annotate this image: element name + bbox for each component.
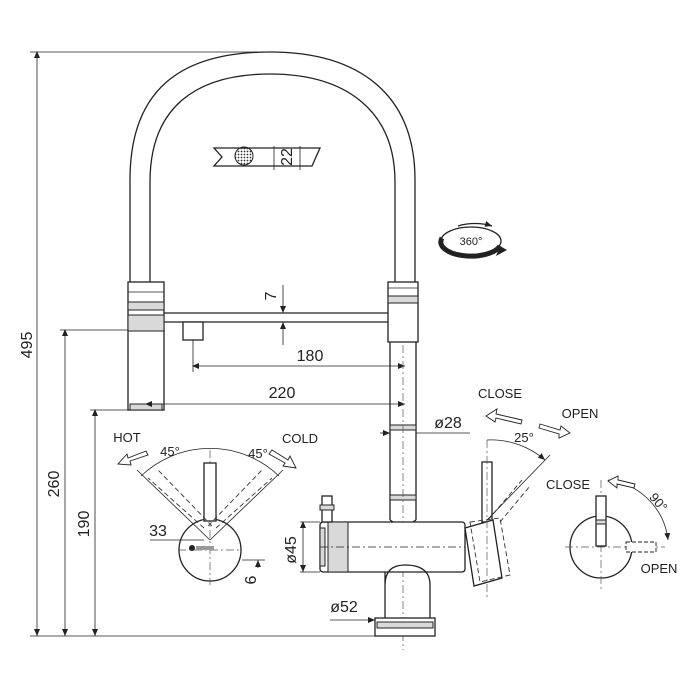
dimension-260: 260 bbox=[46, 329, 135, 636]
holder-bar bbox=[164, 312, 388, 341]
dimension-d52: ø52 bbox=[330, 599, 375, 623]
label-33: 33 bbox=[149, 523, 167, 540]
label-d45: ø45 bbox=[283, 536, 300, 564]
label-7: 7 bbox=[263, 291, 280, 300]
dimension-33: 33 bbox=[149, 523, 204, 541]
label-22: 22 bbox=[279, 148, 296, 166]
open-arrow-icon bbox=[538, 423, 571, 439]
dimension-190: 190 bbox=[76, 409, 135, 636]
label-220: 220 bbox=[269, 385, 296, 402]
hot-arrow-icon bbox=[117, 450, 149, 466]
dimension-6: 6 bbox=[242, 559, 265, 584]
hot-cold-handle-view: 45° 45° HOT COLD bbox=[113, 430, 318, 585]
valve-close-arrow-icon bbox=[607, 475, 636, 489]
dimension-495: 495 bbox=[19, 51, 380, 637]
dimension-d45: ø45 bbox=[283, 521, 320, 573]
label-d52: ø52 bbox=[330, 599, 358, 616]
arched-hose bbox=[129, 51, 416, 282]
label-6: 6 bbox=[243, 575, 260, 584]
label-hot-45: 45° bbox=[160, 444, 180, 459]
close-arrow-icon bbox=[485, 408, 523, 425]
label-valve-90: 90° bbox=[646, 490, 670, 515]
label-190: 190 bbox=[76, 511, 93, 538]
lever-close-open: CLOSE OPEN bbox=[478, 386, 599, 439]
brand-logo-icon bbox=[189, 545, 195, 551]
label-cold: COLD bbox=[282, 431, 318, 446]
spray-head bbox=[127, 281, 165, 411]
label-lever-close: CLOSE bbox=[478, 386, 522, 401]
filter-valve-view: CLOSE 90° OPEN bbox=[546, 475, 678, 590]
mixing-lever: 25° bbox=[464, 430, 551, 600]
label-495: 495 bbox=[19, 332, 36, 359]
label-d28: ø28 bbox=[434, 415, 462, 432]
label-valve-close: CLOSE bbox=[546, 477, 590, 492]
dimension-220: 220 bbox=[145, 385, 405, 407]
faucet-column bbox=[387, 281, 419, 650]
spray-nozzle-icon bbox=[234, 146, 254, 166]
label-360: 360° bbox=[460, 236, 483, 248]
label-lever-25: 25° bbox=[514, 430, 534, 445]
label-260: 260 bbox=[46, 471, 63, 498]
dimension-d28: ø28 bbox=[380, 415, 470, 436]
dimension-180: 180 bbox=[192, 340, 405, 372]
swivel-360-icon: 360° bbox=[438, 221, 507, 259]
faucet-base bbox=[374, 564, 436, 637]
faucet-body bbox=[319, 495, 466, 573]
label-valve-open: OPEN bbox=[641, 561, 678, 576]
spray-outlet-detail: 22 bbox=[212, 146, 322, 170]
label-cold-45: 45° bbox=[248, 446, 268, 461]
label-180: 180 bbox=[297, 348, 324, 365]
cold-arrow-icon bbox=[268, 449, 297, 469]
label-hot: HOT bbox=[113, 430, 141, 445]
label-lever-open: OPEN bbox=[562, 406, 599, 421]
dimension-7: 7 bbox=[263, 285, 286, 345]
